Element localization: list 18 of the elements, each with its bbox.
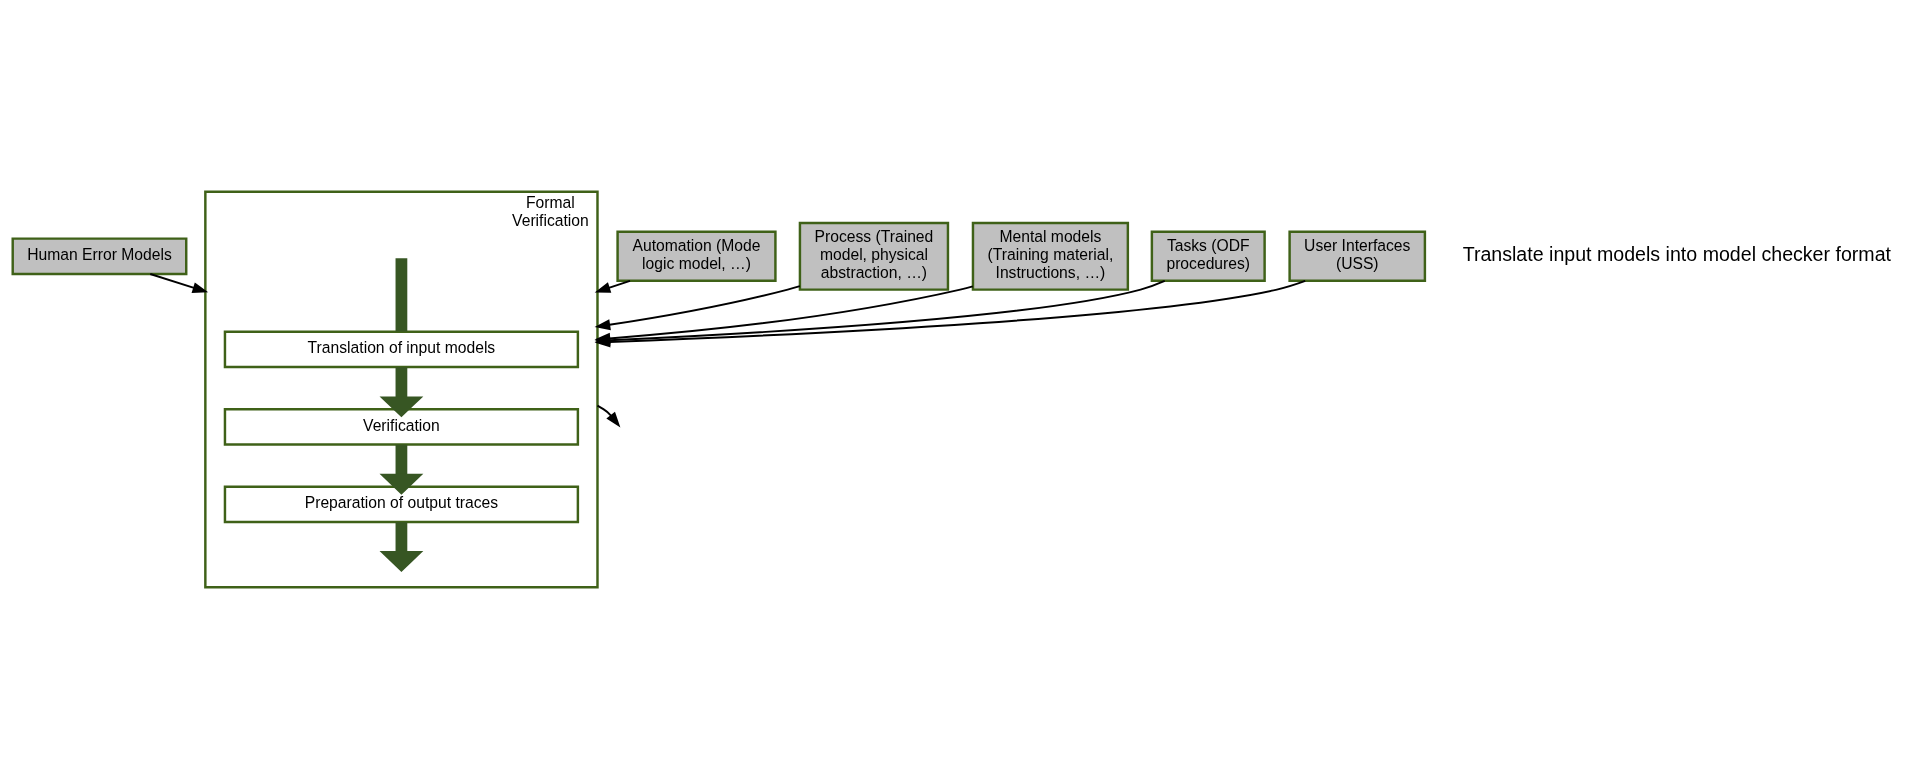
arrow (594, 284, 801, 330)
node-box: User Interfaces (USS) (1288, 230, 1427, 282)
node-box: Human Error Models (11, 236, 188, 275)
arrow (379, 521, 424, 572)
connector (395, 257, 408, 332)
arrow (594, 279, 631, 293)
node-box: Tasks (ODF procedures) (1150, 230, 1266, 282)
arrow (149, 272, 209, 293)
node-box: Preparation of output traces (223, 484, 580, 523)
arrow (596, 404, 621, 427)
node-box: Verification (223, 407, 580, 446)
node-box: Translation of input models (223, 330, 580, 368)
node-box: Process (Trained model, physical abstraction, …) (798, 221, 950, 291)
arrow (379, 366, 424, 417)
arrow (379, 444, 424, 495)
label: Translate input models into model checker format (1462, 242, 1892, 265)
node-box: Mental models (Training material, Instructions, …) (971, 221, 1130, 291)
node-box: Automation (Mode logic model, …) (616, 230, 777, 282)
